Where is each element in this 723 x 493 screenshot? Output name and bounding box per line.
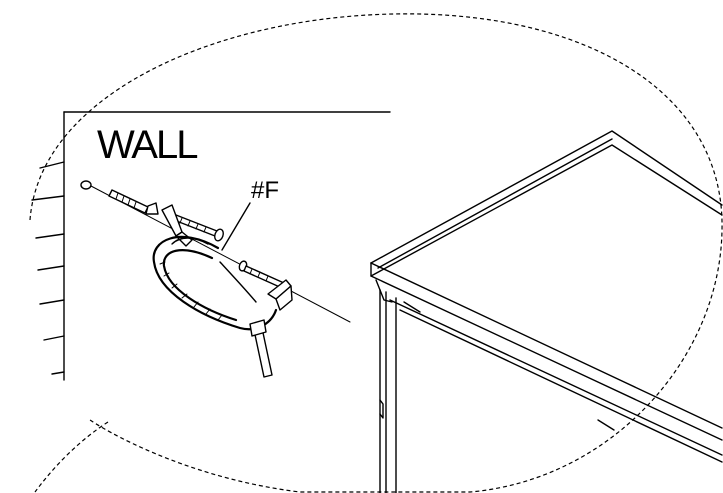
table [370, 130, 723, 493]
part-f-label: #F [251, 177, 279, 204]
upper-bracket [161, 204, 193, 247]
wall-label: WALL [97, 123, 197, 167]
wall-plug [108, 189, 159, 215]
detail-callout-ellipse [29, 13, 723, 493]
lower-screw [238, 260, 285, 289]
part-f-leader [221, 202, 251, 251]
cable-tie-strap [152, 235, 278, 378]
lower-bracket [267, 279, 293, 311]
detail-callout-leader [34, 421, 109, 493]
wall-section [31, 111, 391, 381]
wall-anchor-hole [80, 180, 351, 323]
